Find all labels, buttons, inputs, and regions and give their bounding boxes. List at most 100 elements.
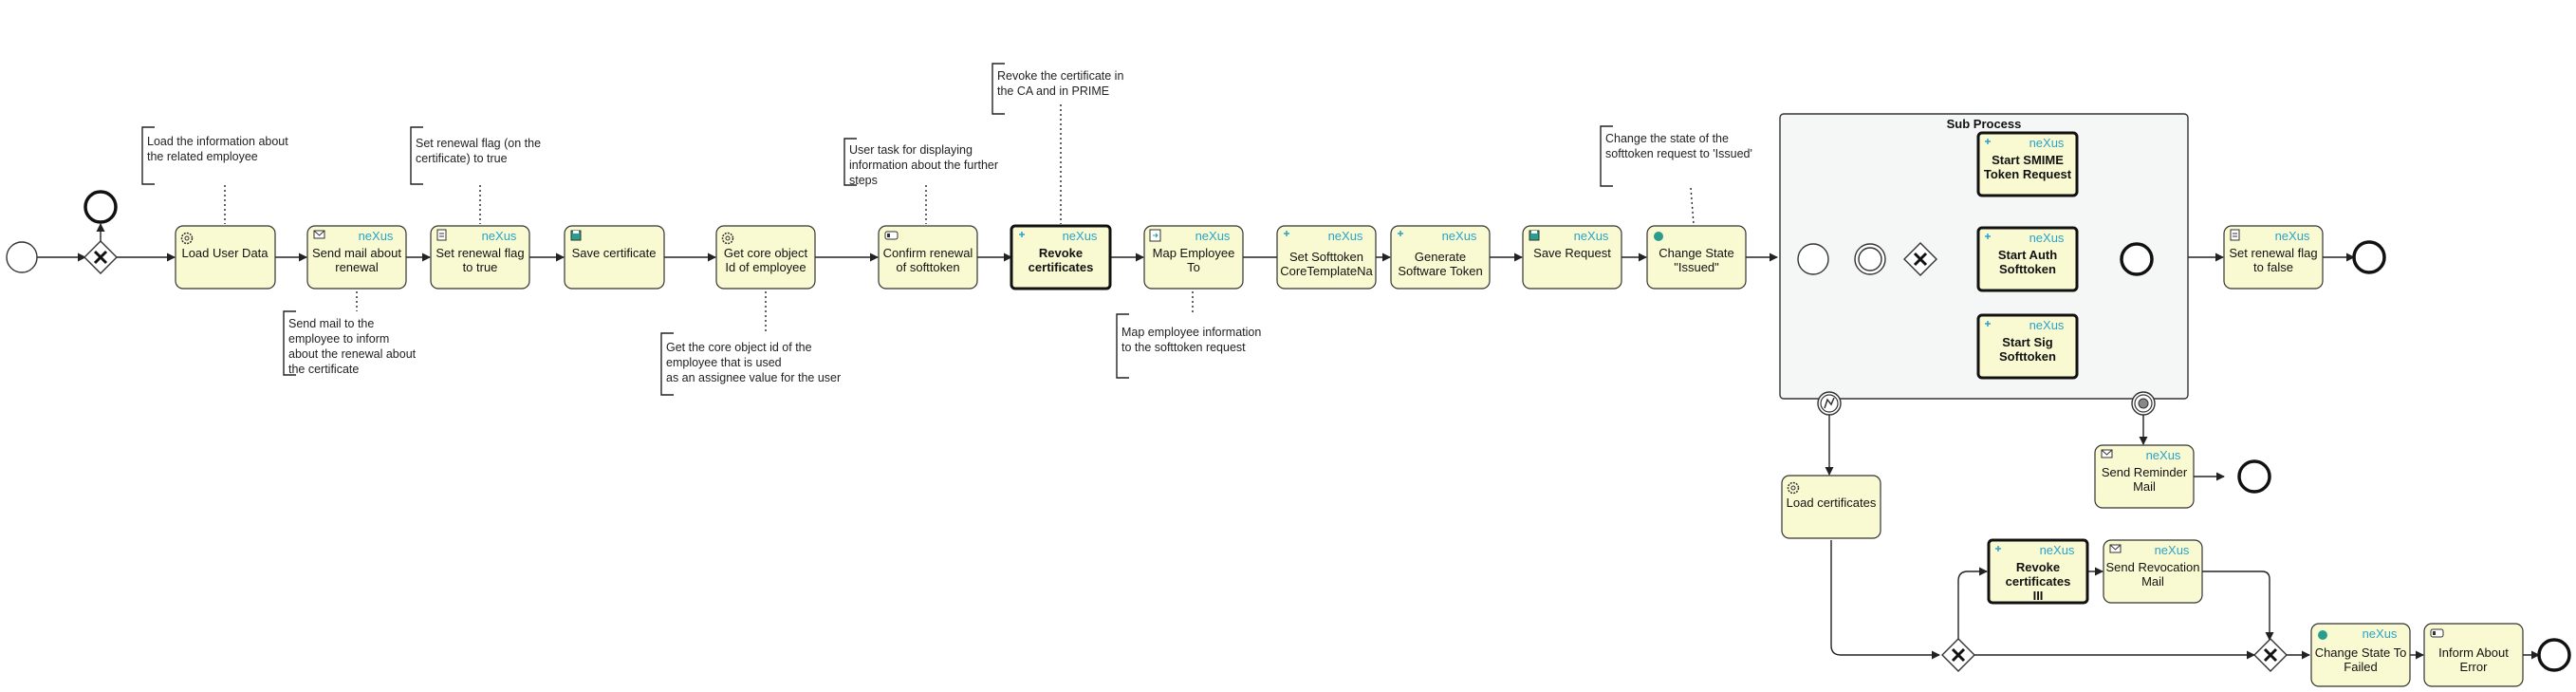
- nexus-logo: neXus: [2363, 627, 2398, 641]
- end-event-reminder[interactable]: [2237, 459, 2271, 494]
- map-icon: [1149, 229, 1161, 242]
- annotation-core-object-info: Get the core object id of the employee t…: [666, 341, 841, 384]
- task-map-employee[interactable]: neXus Map Employee To: [1143, 225, 1244, 290]
- intermediate-event[interactable]: [1854, 243, 1886, 275]
- nexus-logo: neXus: [1063, 229, 1098, 243]
- svg-text:softtoken request to 'Issued': softtoken request to 'Issued': [1605, 147, 1752, 160]
- task-save-request[interactable]: neXus Save Request: [1522, 225, 1622, 290]
- task-set-renewal-flag-false[interactable]: neXus Set renewal flag to false: [2223, 225, 2324, 290]
- svg-text:of softtoken: of softtoken: [896, 260, 959, 274]
- task-load-certificates[interactable]: Load certificates: [1781, 475, 1881, 539]
- task-load-user-data[interactable]: Load User Data: [175, 225, 276, 290]
- task-revoke-certificates-iii[interactable]: neXus Revoke certificates III: [1987, 538, 2089, 605]
- svg-text:"Issued": "Issued": [1674, 260, 1719, 274]
- end-event-main[interactable]: [2352, 240, 2386, 274]
- svg-text:renewal: renewal: [335, 260, 379, 274]
- exclusive-gateway-join[interactable]: [2253, 638, 2288, 672]
- task-get-core-object[interactable]: Get core object Id of employee: [715, 225, 816, 290]
- svg-text:Change the state of the: Change the state of the: [1605, 132, 1729, 145]
- end-event-early[interactable]: [83, 190, 118, 224]
- svg-text:certificates: certificates: [2006, 574, 2071, 589]
- svg-text:Change State: Change State: [1659, 246, 1734, 260]
- end-event-error[interactable]: [2537, 638, 2571, 672]
- exclusive-gateway-split[interactable]: [1941, 638, 1975, 672]
- svg-text:Generate: Generate: [1415, 250, 1466, 264]
- task-change-state-failed[interactable]: neXus Change State To Failed: [2310, 623, 2411, 687]
- task-start-smime[interactable]: neXus Start SMIME Token Request: [1976, 131, 2079, 197]
- call-icon: [1995, 546, 2001, 552]
- svg-text:Save Request: Save Request: [1533, 246, 1611, 260]
- call-icon: [1985, 321, 1991, 327]
- svg-text:Map Employee: Map Employee: [1153, 246, 1235, 260]
- task-send-reminder-mail[interactable]: neXus Send Reminder Mail: [2094, 444, 2195, 509]
- boundary-error-event[interactable]: [1817, 391, 1842, 416]
- annotation-send-mail-info: Send mail to the employee to inform abou…: [288, 317, 417, 376]
- svg-text:III: III: [2033, 589, 2044, 603]
- svg-text:Set Softtoken: Set Softtoken: [1289, 250, 1363, 264]
- service-icon: [1284, 231, 1289, 236]
- svg-text:information about the further: information about the further: [849, 159, 998, 172]
- svg-text:Start Sig: Start Sig: [2002, 335, 2053, 349]
- svg-text:Id of employee: Id of employee: [725, 260, 806, 274]
- envelope-icon: [2109, 544, 2122, 553]
- state-icon: [2318, 630, 2327, 640]
- svg-text:Save certificate: Save certificate: [572, 246, 657, 260]
- associations: [224, 104, 1695, 333]
- task-send-mail-renewal[interactable]: neXus Send mail about renewal: [306, 225, 407, 290]
- svg-text:Set renewal flag: Set renewal flag: [436, 246, 524, 260]
- annotation-renewal-flag-info: Set renewal flag (on the certificate) to…: [416, 137, 541, 165]
- task-generate-software-token[interactable]: neXus Generate Software Token: [1390, 225, 1491, 290]
- user-task-icon: [2430, 628, 2444, 638]
- subprocess-end-event[interactable]: [2120, 242, 2154, 276]
- svg-text:Revoke: Revoke: [2016, 560, 2060, 574]
- svg-text:Inform About: Inform About: [2438, 645, 2509, 660]
- task-change-state-issued[interactable]: Change State "Issued": [1646, 225, 1747, 290]
- svg-text:Mail: Mail: [2141, 574, 2164, 589]
- subprocess-title: Sub Process: [1947, 117, 2022, 131]
- svg-text:the CA and in PRIME: the CA and in PRIME: [997, 84, 1109, 98]
- envelope-icon: [2101, 449, 2113, 458]
- svg-text:Revoke: Revoke: [1039, 246, 1083, 260]
- boundary-timer-event[interactable]: [2131, 391, 2156, 416]
- task-set-softtoken[interactable]: neXus Set Softtoken CoreTemplateNa: [1276, 225, 1377, 290]
- svg-text:certificates: certificates: [1029, 260, 1094, 274]
- svg-text:to false: to false: [2253, 260, 2293, 274]
- exclusive-gateway-1[interactable]: [83, 240, 118, 274]
- nexus-logo: neXus: [1574, 229, 1609, 243]
- start-event[interactable]: [6, 241, 38, 273]
- svg-text:Start SMIME: Start SMIME: [1992, 153, 2064, 167]
- svg-text:Send mail about: Send mail about: [312, 246, 401, 260]
- nexus-logo: neXus: [2146, 448, 2181, 462]
- gear-icon: [721, 232, 734, 245]
- task-start-sig[interactable]: neXus Start Sig Softtoken: [1976, 313, 2079, 380]
- task-send-revocation-mail[interactable]: neXus Send Revocation Mail: [2103, 539, 2203, 604]
- annotation-map-info: Map employee information to the softtoke…: [1121, 326, 1261, 354]
- script-icon: [2230, 229, 2240, 241]
- task-save-certificate[interactable]: Save certificate: [564, 225, 665, 290]
- svg-text:Change State To: Change State To: [2315, 645, 2407, 660]
- task-confirm-renewal[interactable]: Confirm renewal of softtoken: [878, 225, 978, 290]
- svg-text:Failed: Failed: [2344, 660, 2377, 674]
- nexus-logo: neXus: [2040, 543, 2075, 557]
- task-inform-about-error[interactable]: Inform About Error: [2423, 623, 2524, 687]
- task-start-auth[interactable]: neXus Start Auth Softtoken: [1976, 226, 2079, 292]
- subprocess-start-event[interactable]: [1797, 243, 1829, 275]
- svg-text:Mail: Mail: [2133, 479, 2156, 494]
- annotation-revoke-info: Revoke the certificate in the CA and in …: [997, 69, 1123, 98]
- annotation-brackets: [141, 63, 1613, 396]
- svg-text:Get core object: Get core object: [724, 246, 808, 260]
- service-icon: [1398, 231, 1403, 236]
- task-revoke-certificates[interactable]: neXus Revoke certificates: [1010, 224, 1112, 290]
- svg-text:to true: to true: [463, 260, 498, 274]
- svg-text:Send mail to the: Send mail to the: [288, 317, 374, 330]
- exclusive-gateway-sub[interactable]: [1903, 242, 1937, 276]
- task-set-renewal-flag-true[interactable]: neXus Set renewal flag to true: [430, 225, 530, 290]
- svg-text:as an assignee value for the u: as an assignee value for the user: [666, 371, 841, 384]
- svg-text:Token Request: Token Request: [1984, 167, 2072, 181]
- svg-text:Start Auth: Start Auth: [1998, 248, 2057, 262]
- annotation-load-info: Load the information about the related e…: [147, 135, 288, 163]
- svg-text:certificate) to true: certificate) to true: [416, 152, 508, 165]
- nexus-logo: neXus: [359, 229, 394, 243]
- svg-text:Load the information about: Load the information about: [147, 135, 288, 148]
